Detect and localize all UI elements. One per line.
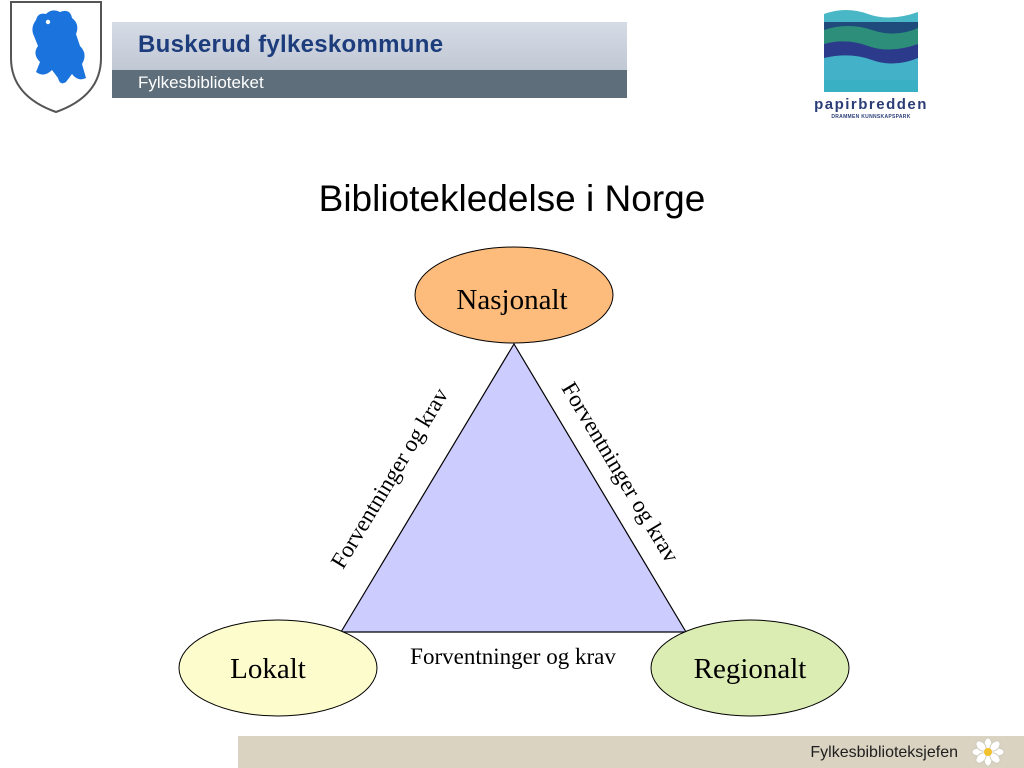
bear-icon bbox=[32, 10, 86, 84]
node-nasjonalt-label: Nasjonalt bbox=[456, 284, 567, 316]
node-regionalt-ellipse bbox=[650, 619, 850, 717]
node-lokalt-label: Lokalt bbox=[230, 653, 306, 685]
organization-name: Buskerud fylkeskommune bbox=[138, 31, 444, 58]
department-name: Fylkesbiblioteket bbox=[138, 73, 264, 92]
edge-bottom-label: Forventninger og krav bbox=[410, 644, 616, 669]
organization-banner: Buskerud fylkeskommune Fylkesbiblioteket bbox=[112, 22, 627, 98]
flower-icon bbox=[971, 737, 1005, 767]
banner-top-band bbox=[112, 22, 627, 70]
node-nasjonalt-ellipse bbox=[414, 246, 614, 344]
footer-label: Fylkesbiblioteksjefen bbox=[810, 744, 958, 761]
node-lokalt-ellipse bbox=[178, 619, 378, 717]
banner-bottom-band bbox=[112, 70, 627, 98]
county-crest-logo bbox=[10, 1, 102, 114]
partner-logo-tagline: DRAMMEN KUNNSKAPSPARK bbox=[831, 114, 911, 120]
slide-title: Bibliotekledelse i Norge bbox=[318, 178, 706, 219]
partner-logo-name: papirbredden bbox=[814, 96, 928, 113]
footer-bar: Fylkesbiblioteksjefen bbox=[238, 736, 1024, 768]
triangle-shape bbox=[339, 342, 688, 633]
node-regionalt-label: Regionalt bbox=[694, 653, 807, 685]
papirbredden-logo bbox=[824, 0, 918, 92]
